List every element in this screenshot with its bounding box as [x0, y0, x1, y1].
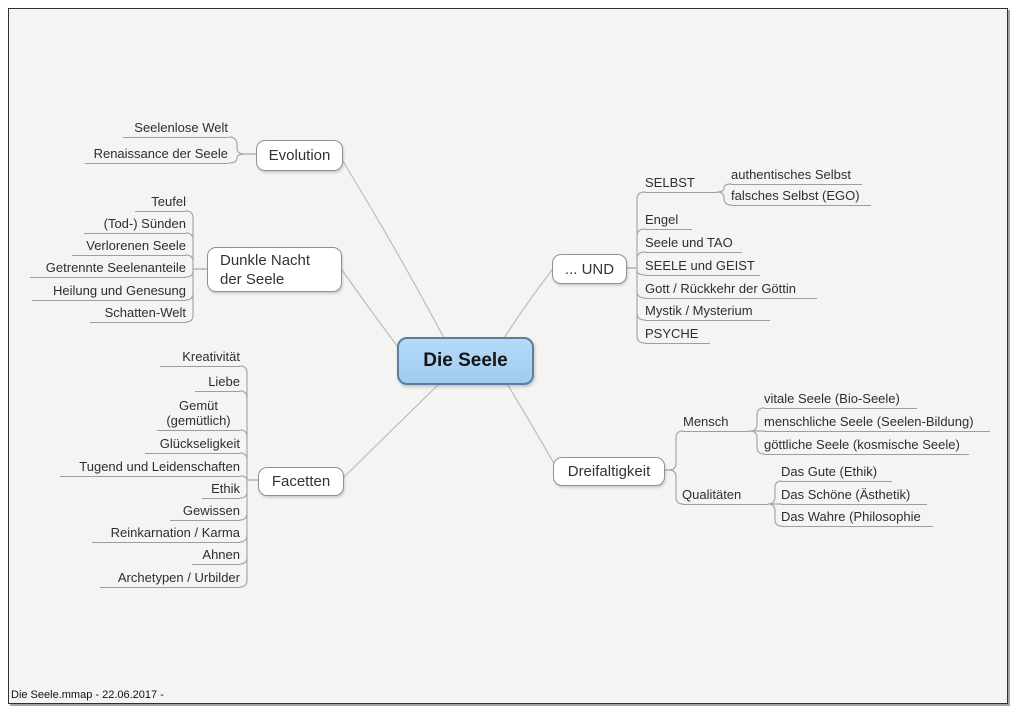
subtopic-glueckseligkeit[interactable]: Glückseligkeit — [145, 436, 240, 454]
subtopic-gemuet[interactable]: Gemüt (gemütlich) — [157, 398, 240, 431]
connector-center-dreifaltigkeit — [505, 381, 557, 468]
bracket-facetten — [239, 365, 260, 588]
subtopic-ahnen[interactable]: Ahnen — [192, 547, 240, 565]
bracket-mensch — [749, 407, 765, 455]
subtopic-teufel[interactable]: Teufel — [135, 194, 186, 212]
subtopic-das-gute[interactable]: Das Gute (Ethik) — [781, 464, 892, 482]
subtopic-schatten-welt[interactable]: Schatten-Welt — [90, 305, 186, 323]
footer-label: Die Seele.mmap - 22.06.2017 - — [11, 689, 164, 701]
connector-center-und — [503, 269, 553, 339]
main-topic-evolution[interactable]: Evolution — [256, 140, 343, 171]
bracket-dunkle-nacht — [185, 210, 208, 323]
subtopic-renaissance-der-seele[interactable]: Renaissance der Seele — [85, 146, 228, 164]
subtopic-engel[interactable]: Engel — [645, 212, 692, 230]
subtopic-seele-und-tao[interactable]: Seele und TAO — [645, 235, 742, 253]
subtopic-kreativitaet[interactable]: Kreativität — [160, 349, 240, 367]
connector-center-evolution — [340, 157, 445, 339]
subtopic-falsches-selbst-ego[interactable]: falsches Selbst (EGO) — [731, 188, 871, 206]
subtopic-ethik[interactable]: Ethik — [202, 481, 240, 499]
bracket-qualitaeten — [767, 480, 782, 527]
subtopic-goettliche-seele[interactable]: göttliche Seele (kosmische Seele) — [764, 437, 969, 455]
subtopic-liebe[interactable]: Liebe — [195, 374, 240, 392]
subtopic-reinkarnation-karma[interactable]: Reinkarnation / Karma — [92, 525, 240, 543]
subtopic-qualitaeten[interactable]: Qualitäten — [682, 487, 768, 505]
subtopic-menschliche-seele[interactable]: menschliche Seele (Seelen-Bildung) — [764, 414, 990, 432]
main-topic-und[interactable]: ... UND — [552, 254, 627, 284]
subtopic-getrennte-seelenanteile[interactable]: Getrennte Seelenanteile — [30, 260, 186, 278]
connector-center-facetten — [342, 381, 442, 479]
subtopic-seele-und-geist[interactable]: SEELE und GEIST — [645, 258, 760, 276]
subtopic-das-wahre[interactable]: Das Wahre (Philosophie — [781, 509, 933, 527]
main-topic-dreifaltigkeit[interactable]: Dreifaltigkeit — [553, 457, 665, 486]
subtopic-tod-suenden[interactable]: (Tod-) Sünden — [84, 216, 186, 234]
subtopic-verlorenen-seele[interactable]: Verlorenen Seele — [72, 238, 186, 256]
subtopic-archetypen-urbilder[interactable]: Archetypen / Urbilder — [100, 570, 240, 588]
subtopic-selbst[interactable]: SELBST — [645, 175, 717, 193]
subtopic-gott-rueckkehr-der-goettin[interactable]: Gott / Rückkehr der Göttin — [645, 281, 817, 299]
subtopic-tugend-und-leidenschaften[interactable]: Tugend und Leidenschaften — [60, 459, 240, 477]
bracket-und — [624, 191, 646, 344]
subtopic-authentisches-selbst[interactable]: authentisches Selbst — [731, 167, 862, 185]
subtopic-psyche[interactable]: PSYCHE — [645, 326, 710, 344]
main-topic-facetten[interactable]: Facetten — [258, 467, 344, 496]
bracket-dreifaltigkeit — [662, 430, 684, 505]
bracket-evolution — [228, 136, 257, 164]
subtopic-gewissen[interactable]: Gewissen — [170, 503, 240, 521]
connector-center-dunkle-nacht — [341, 269, 399, 348]
subtopic-seelenlose-welt[interactable]: Seelenlose Welt — [123, 120, 228, 138]
subtopic-mensch[interactable]: Mensch — [683, 414, 750, 432]
subtopic-das-schoene[interactable]: Das Schöne (Ästhetik) — [781, 487, 927, 505]
subtopic-mystik-mysterium[interactable]: Mystik / Mysterium — [645, 303, 770, 321]
central-topic[interactable]: Die Seele — [397, 337, 534, 385]
main-topic-dunkle-nacht-der-seele[interactable]: Dunkle Nacht der Seele — [207, 247, 342, 292]
bracket-selbst — [716, 183, 732, 206]
subtopic-vitale-seele[interactable]: vitale Seele (Bio-Seele) — [764, 391, 917, 409]
subtopic-heilung-und-genesung[interactable]: Heilung und Genesung — [32, 283, 186, 301]
